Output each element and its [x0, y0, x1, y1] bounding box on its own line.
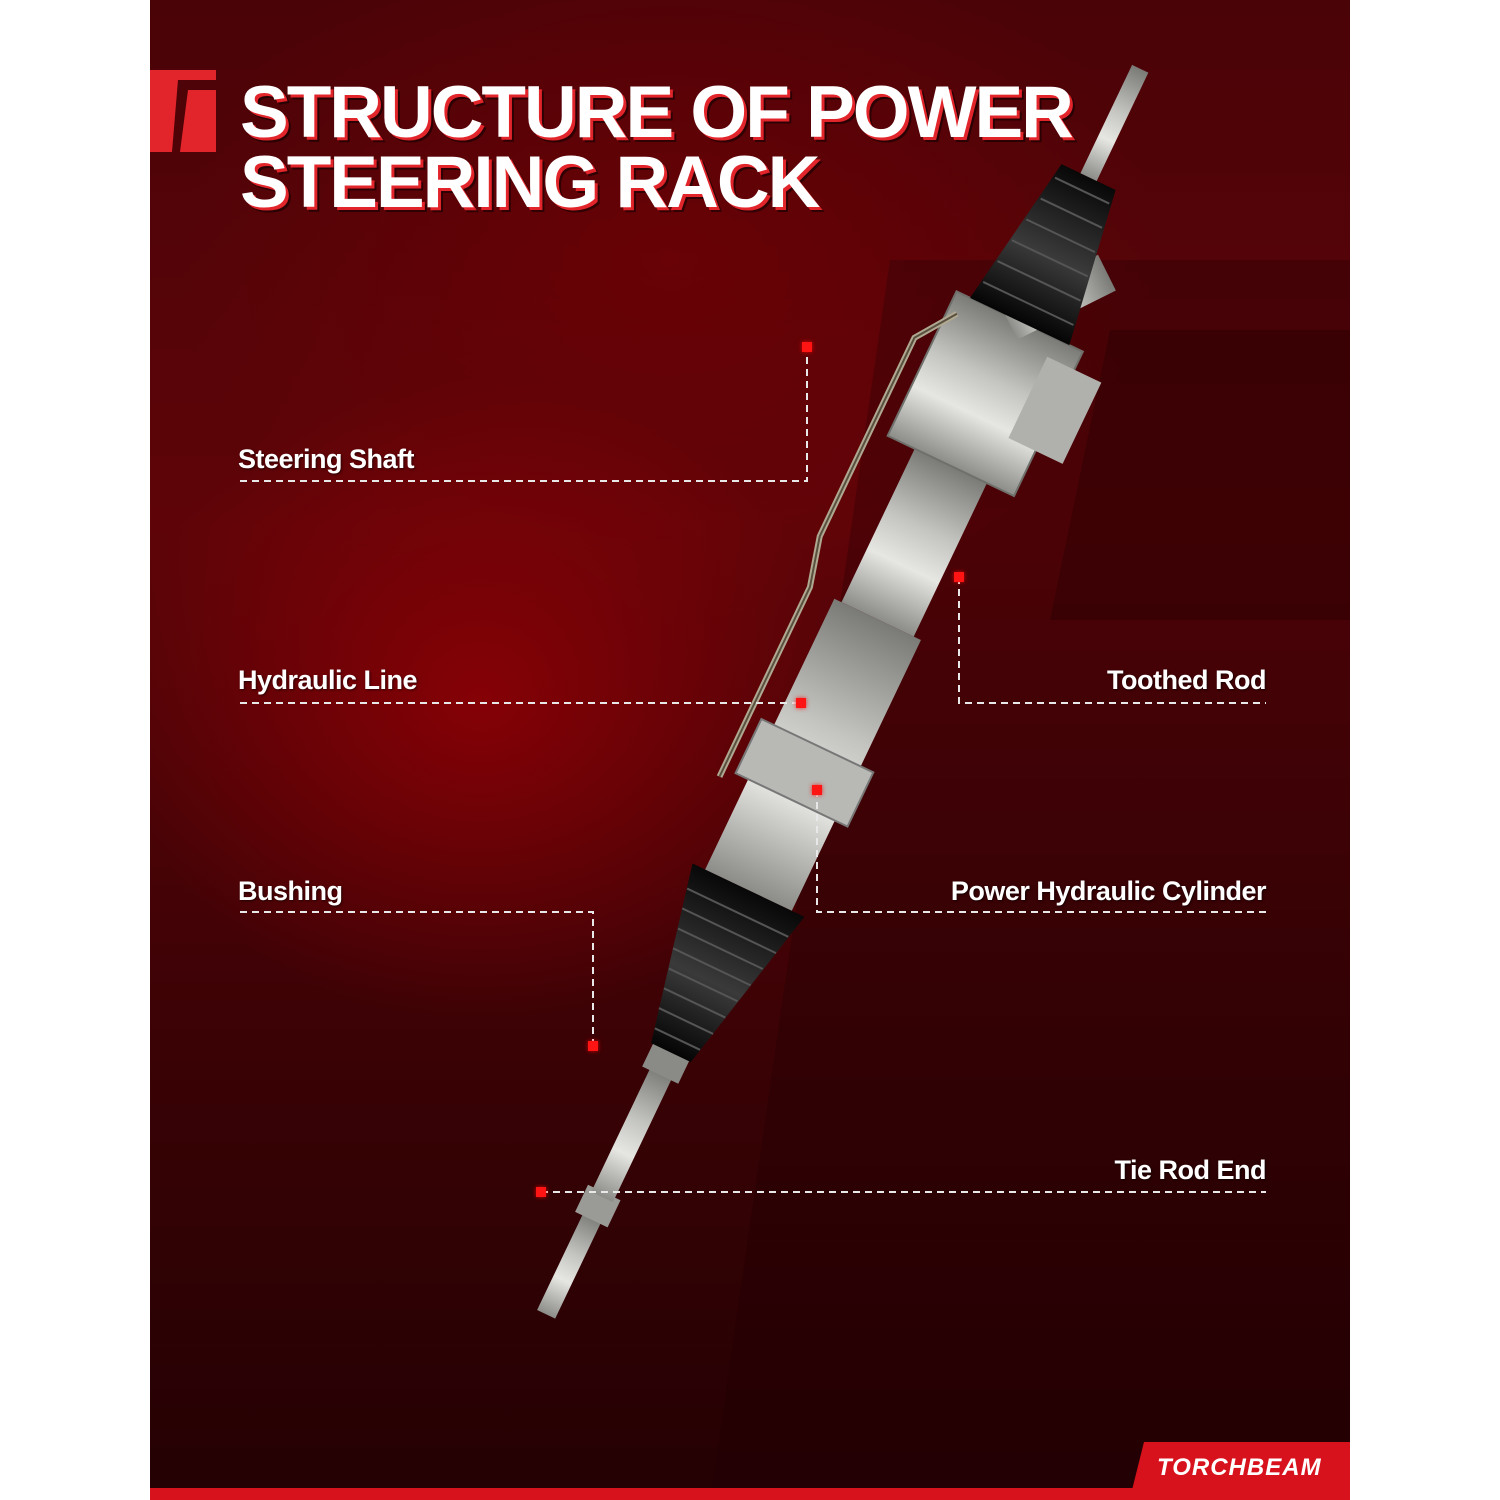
label-steering-shaft: Steering Shaft	[238, 444, 415, 474]
label-toothed-rod: Toothed Rod	[1107, 665, 1266, 695]
background-decoration	[150, 64, 1350, 1500]
label-tie-rod-end: Tie Rod End	[1114, 1155, 1266, 1185]
label-power-hydraulic-cylinder: Power Hydraulic Cylinder	[950, 876, 1267, 906]
marker-toothed-rod	[954, 572, 964, 582]
page-title: STRUCTURE OF POWER STEERING RACK	[240, 72, 1074, 223]
callout-leaders	[240, 348, 1266, 1193]
brand-logo-icon	[150, 70, 216, 152]
marker-bushing	[588, 1041, 598, 1051]
steering-rack-illustration	[537, 64, 1149, 1319]
marker-tie-rod-end	[536, 1187, 546, 1197]
marker-steering-shaft	[802, 342, 812, 352]
marker-hydraulic-line	[796, 698, 806, 708]
bottom-accent-bar	[150, 1488, 1350, 1500]
brand-badge	[1130, 1442, 1350, 1498]
label-bushing: Bushing	[238, 876, 343, 906]
label-hydraulic-line: Hydraulic Line	[238, 665, 418, 695]
brand-name: TORCHBEAM	[1157, 1454, 1322, 1481]
marker-power-hydraulic-cylinder	[812, 785, 822, 795]
infographic-panel: STRUCTURE OF POWER STEERING RACK Steerin…	[150, 0, 1350, 1500]
